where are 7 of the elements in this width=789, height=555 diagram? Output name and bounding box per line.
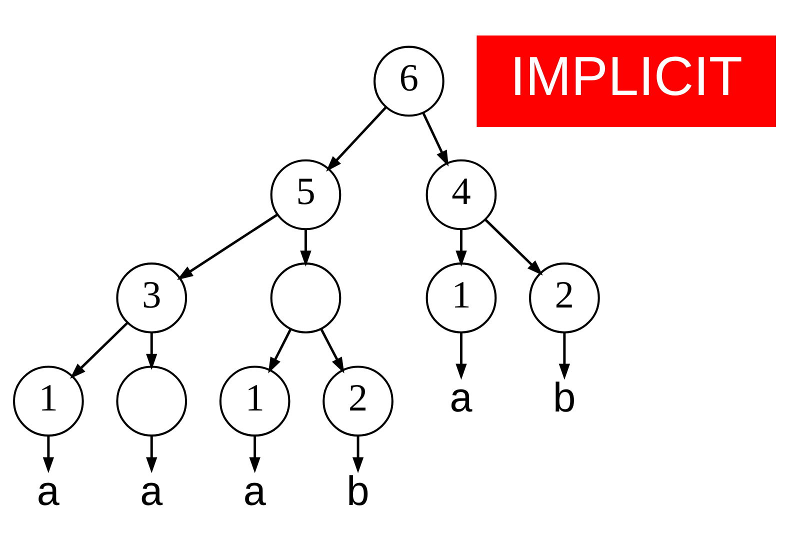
node-text: a: [242, 472, 268, 518]
node-text: b: [552, 378, 577, 424]
node-text: a: [448, 378, 474, 424]
node-text: a: [139, 472, 164, 518]
node-text: b: [346, 472, 370, 518]
node-text: a: [36, 472, 61, 518]
label: IMPLICIT: [510, 44, 743, 106]
